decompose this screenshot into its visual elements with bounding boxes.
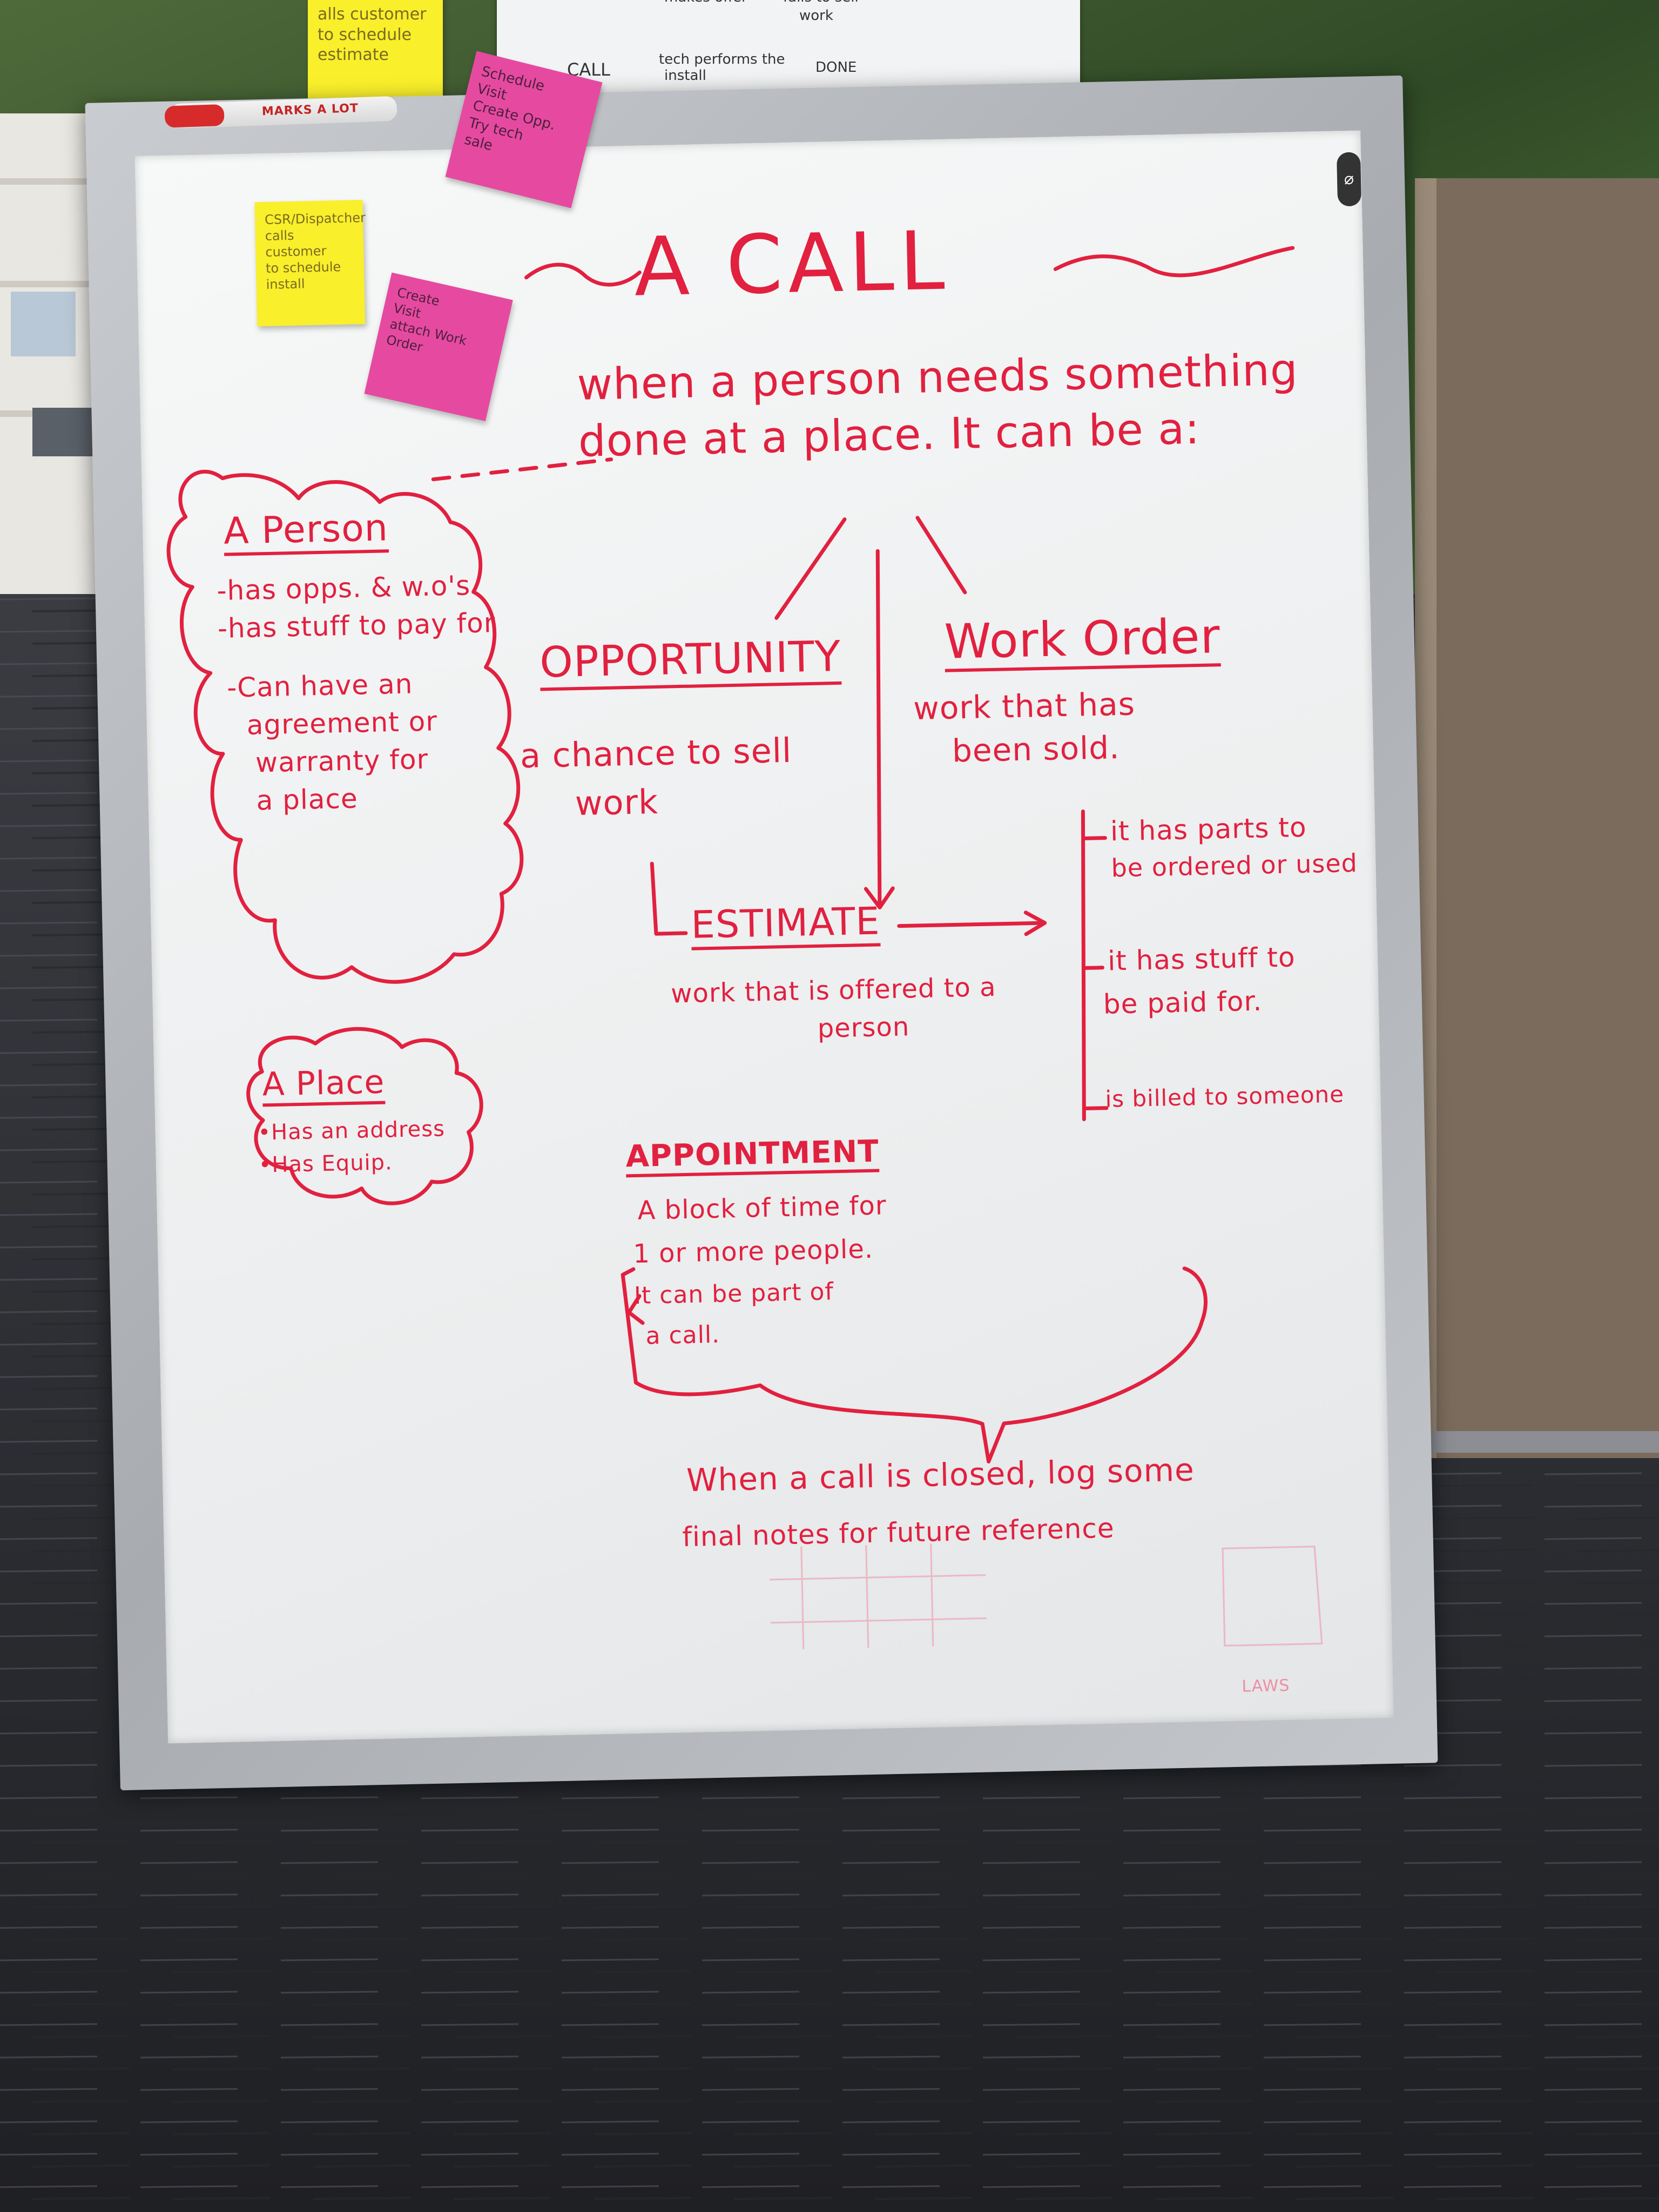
sticky-text: estimate	[318, 45, 389, 64]
upper-text-f: install	[664, 68, 706, 84]
sticky-note-board-yellow: CSR/Dispatcher calls customer to schedul…	[254, 200, 366, 327]
work-order-item: be paid for.	[1103, 985, 1263, 1020]
title-flourish-left	[524, 262, 642, 287]
sticky-note-top-yellow: alls customer to schedule estimate	[308, 0, 443, 113]
upper-text-a: makes offer	[664, 0, 747, 5]
place-item: •Has Equip.	[258, 1150, 393, 1178]
title-flourish-right	[1053, 246, 1295, 278]
work-order-desc-1: work that has	[913, 685, 1136, 727]
arrow-head-estimate	[1023, 911, 1047, 936]
work-order-item: is billed to someone	[1105, 1081, 1345, 1112]
sticky-text: CSR/Dispatcher	[264, 210, 366, 227]
dashed-connector	[431, 457, 613, 482]
board-title: A CALL	[633, 214, 951, 315]
person-item: -Can have an	[226, 668, 413, 704]
branch-line-right	[915, 516, 967, 595]
work-order-item: it has stuff to	[1107, 941, 1296, 977]
marker-label: MARKS A LOT	[261, 102, 359, 119]
branch-line-left	[774, 517, 847, 620]
work-order-item: be ordered or used	[1111, 848, 1358, 883]
sticky-text: to schedule	[265, 259, 341, 276]
estimate-heading: ESTIMATE	[691, 899, 881, 950]
upper-text-e: tech performs the	[659, 51, 785, 68]
person-item: warranty for	[255, 743, 429, 779]
appointment-line: It can be part of	[633, 1278, 834, 1310]
upper-whiteboard: makes offer falls to sell work CALL tech…	[497, 0, 1080, 97]
appointment-bubble	[621, 1266, 1208, 1464]
arrow-head-middle	[864, 886, 895, 909]
sticky-text: install	[266, 276, 305, 292]
place-cloud	[246, 1027, 483, 1205]
appointment-line: 1 or more people.	[632, 1233, 874, 1270]
marker-cap	[164, 104, 225, 128]
whiteboard-frame: A CALL when a person needs something don…	[85, 75, 1438, 1791]
opportunity-desc-2: work	[575, 781, 659, 824]
place-heading: A Place	[262, 1063, 386, 1107]
person-item: agreement or	[246, 705, 438, 741]
work-order-item: it has parts to	[1110, 811, 1307, 847]
whiteboard-surface: A CALL when a person needs something don…	[134, 130, 1394, 1744]
opportunity-hook	[650, 861, 688, 936]
corner-scribble: LAWS	[1242, 1676, 1290, 1696]
appointment-line: A block of time for	[637, 1190, 887, 1226]
upper-text-b: falls to sell	[783, 0, 859, 5]
work-order-desc-2: been sold.	[952, 729, 1121, 770]
person-item: -has opps. & w.o's	[216, 570, 471, 606]
place-item: •Has an address	[258, 1116, 446, 1145]
brand-decal-icon: ⌀	[1336, 152, 1362, 207]
work-order-heading: Work Order	[944, 608, 1221, 672]
sticky-text: calls customer	[265, 227, 327, 260]
estimate-arrow	[897, 921, 1044, 928]
person-item: a place	[256, 783, 359, 817]
person-cloud	[166, 469, 524, 984]
person-item: -has stuff to pay for	[217, 607, 496, 644]
appointment-heading: APPOINTMENT	[625, 1134, 880, 1178]
opportunity-heading: OPPORTUNITY	[539, 632, 842, 691]
upper-text-c: work	[799, 8, 833, 24]
upper-text-g: DONE	[815, 59, 857, 76]
sticky-text: alls customer	[318, 5, 427, 24]
work-order-bracket	[1081, 809, 1086, 1122]
estimate-desc-2: person	[817, 1011, 910, 1044]
whiteboard-drawings	[166, 246, 1323, 1649]
person-heading: A Person	[223, 507, 389, 556]
opportunity-desc-1: a chance to sell	[520, 730, 792, 776]
faint-grid	[770, 1543, 1323, 1649]
appointment-line: a call.	[645, 1320, 720, 1350]
sticky-text: to schedule	[318, 25, 412, 44]
branch-line-middle	[875, 549, 882, 904]
